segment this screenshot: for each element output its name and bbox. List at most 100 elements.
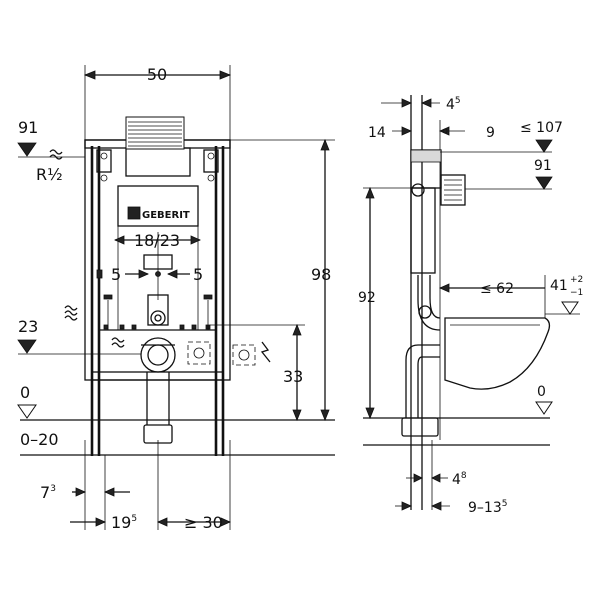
power-socket-external-inner: [238, 349, 250, 361]
arrow-icon: [95, 517, 106, 527]
side-connection-height-label: 91: [534, 158, 552, 174]
dim-spacing-label: 18/23: [134, 231, 180, 250]
side-waste-pipe-inner: [417, 356, 440, 418]
arrow-icon: [421, 98, 432, 108]
pipe-size-label: R½: [36, 165, 63, 184]
arrow-icon: [320, 138, 330, 151]
arrow-icon: [365, 186, 375, 199]
arrow-icon: [219, 70, 232, 80]
bolt-icon: [100, 152, 108, 160]
ref-dot: [442, 128, 448, 134]
frame-bottom-rail: [91, 371, 224, 381]
offset-left-label: 5: [111, 265, 121, 284]
power-box: [187, 341, 211, 365]
arrow-icon: [167, 269, 178, 279]
side-valve: [411, 183, 425, 197]
arrow-icon: [401, 126, 412, 136]
arrow-icon: [292, 323, 302, 336]
floor-marker-icon: [535, 401, 553, 415]
bolt-icon: [207, 152, 215, 160]
arrow-icon: [220, 517, 231, 527]
side-waste-elbow: [401, 417, 439, 437]
electric-icon: [260, 341, 271, 363]
bolt-icon: [207, 174, 215, 182]
depth-range-label: 9–135: [468, 499, 507, 516]
bolt-icon: [100, 174, 108, 182]
flush-outlet-inner: [154, 314, 162, 322]
arrow-icon: [292, 409, 302, 422]
side-cistern-body: [410, 187, 436, 274]
seat-height-tol-plus: +2: [570, 275, 583, 285]
front-view: GEBERIT: [17, 65, 335, 532]
side-floor-level-label: 0: [537, 384, 546, 400]
max-projection-label: ≤ 62: [480, 281, 514, 297]
height-total-label: 98: [311, 265, 331, 284]
cistern-top: [125, 147, 191, 177]
side-flush-plate: [440, 174, 466, 206]
bracket-left: [96, 149, 112, 173]
level-marker-icon: [17, 339, 37, 354]
arrow-icon: [401, 98, 412, 108]
marker-left: [96, 269, 103, 279]
arrow-icon: [401, 501, 412, 511]
arrow-icon: [104, 487, 115, 497]
floor-range-label: 0–20: [20, 430, 59, 449]
bowl-height-label: 92: [358, 290, 376, 306]
arrow-icon: [83, 70, 96, 80]
toilet-bowl: [444, 317, 551, 390]
arrow-icon: [431, 473, 441, 483]
waste-outlet: [140, 337, 176, 373]
level-marker-icon: [535, 176, 553, 190]
side-flush-bend-outer: [417, 275, 441, 331]
foot-offset-label: 48: [452, 471, 467, 488]
level-marker-icon: [535, 139, 553, 153]
seat-height-label: 41: [550, 278, 568, 294]
side-flush-hatch: [444, 179, 462, 201]
max-height-label: ≤ 107: [520, 120, 563, 136]
drain-icon: [64, 305, 78, 321]
drain-icon: [111, 337, 125, 348]
cistern-body: [117, 185, 199, 227]
waste-outlet-inner: [147, 344, 169, 366]
center-dot: [155, 271, 161, 277]
flush-outlet: [150, 310, 166, 326]
arrow-icon: [365, 407, 375, 420]
arrow-icon: [431, 501, 442, 511]
arrow-icon: [75, 487, 86, 497]
level-marker-icon: [17, 142, 37, 157]
arrow-icon: [114, 235, 125, 245]
depth-left-label: 14: [368, 125, 386, 141]
arrow-icon: [157, 517, 168, 527]
flush-plate-hatch: [128, 121, 182, 147]
power-socket-external: [232, 344, 256, 366]
depth-right-label: 9: [486, 125, 495, 141]
floor-level-label: 0: [20, 383, 30, 402]
brand-label: GEBERIT: [142, 210, 190, 221]
seat-height-tol-minus: −1: [570, 288, 583, 298]
arrow-icon: [413, 473, 423, 483]
power-socket: [193, 347, 205, 359]
arrow-icon: [138, 269, 149, 279]
offset-right-label: 5: [193, 265, 203, 284]
waste-height-label: 23: [18, 317, 38, 336]
top-offset-label: 45: [446, 96, 461, 113]
arrow-icon: [320, 409, 330, 422]
waste-offset-label: 195: [111, 513, 137, 532]
arrow-icon: [190, 235, 201, 245]
min-spacing-label: ≥ 30: [184, 513, 223, 532]
side-cistern-cap: [410, 149, 442, 163]
arrow-icon: [439, 283, 450, 293]
side-bend-joint: [418, 305, 432, 319]
side-waste-pipe-outer: [405, 344, 440, 418]
seat-level-marker-icon: [561, 301, 579, 315]
side-flush-bend-inner: [429, 275, 441, 319]
floor-marker-icon: [17, 404, 37, 419]
bracket-right: [203, 149, 219, 173]
brand-logo-icon: [127, 206, 141, 220]
side-view: 45 14 9 ≤ 107 91 92 ≤ 62 41 +2 −1: [358, 95, 583, 516]
water-supply-icon: [49, 149, 63, 160]
threaded-rods: [103, 294, 213, 330]
power-height-label: 33: [283, 367, 303, 386]
